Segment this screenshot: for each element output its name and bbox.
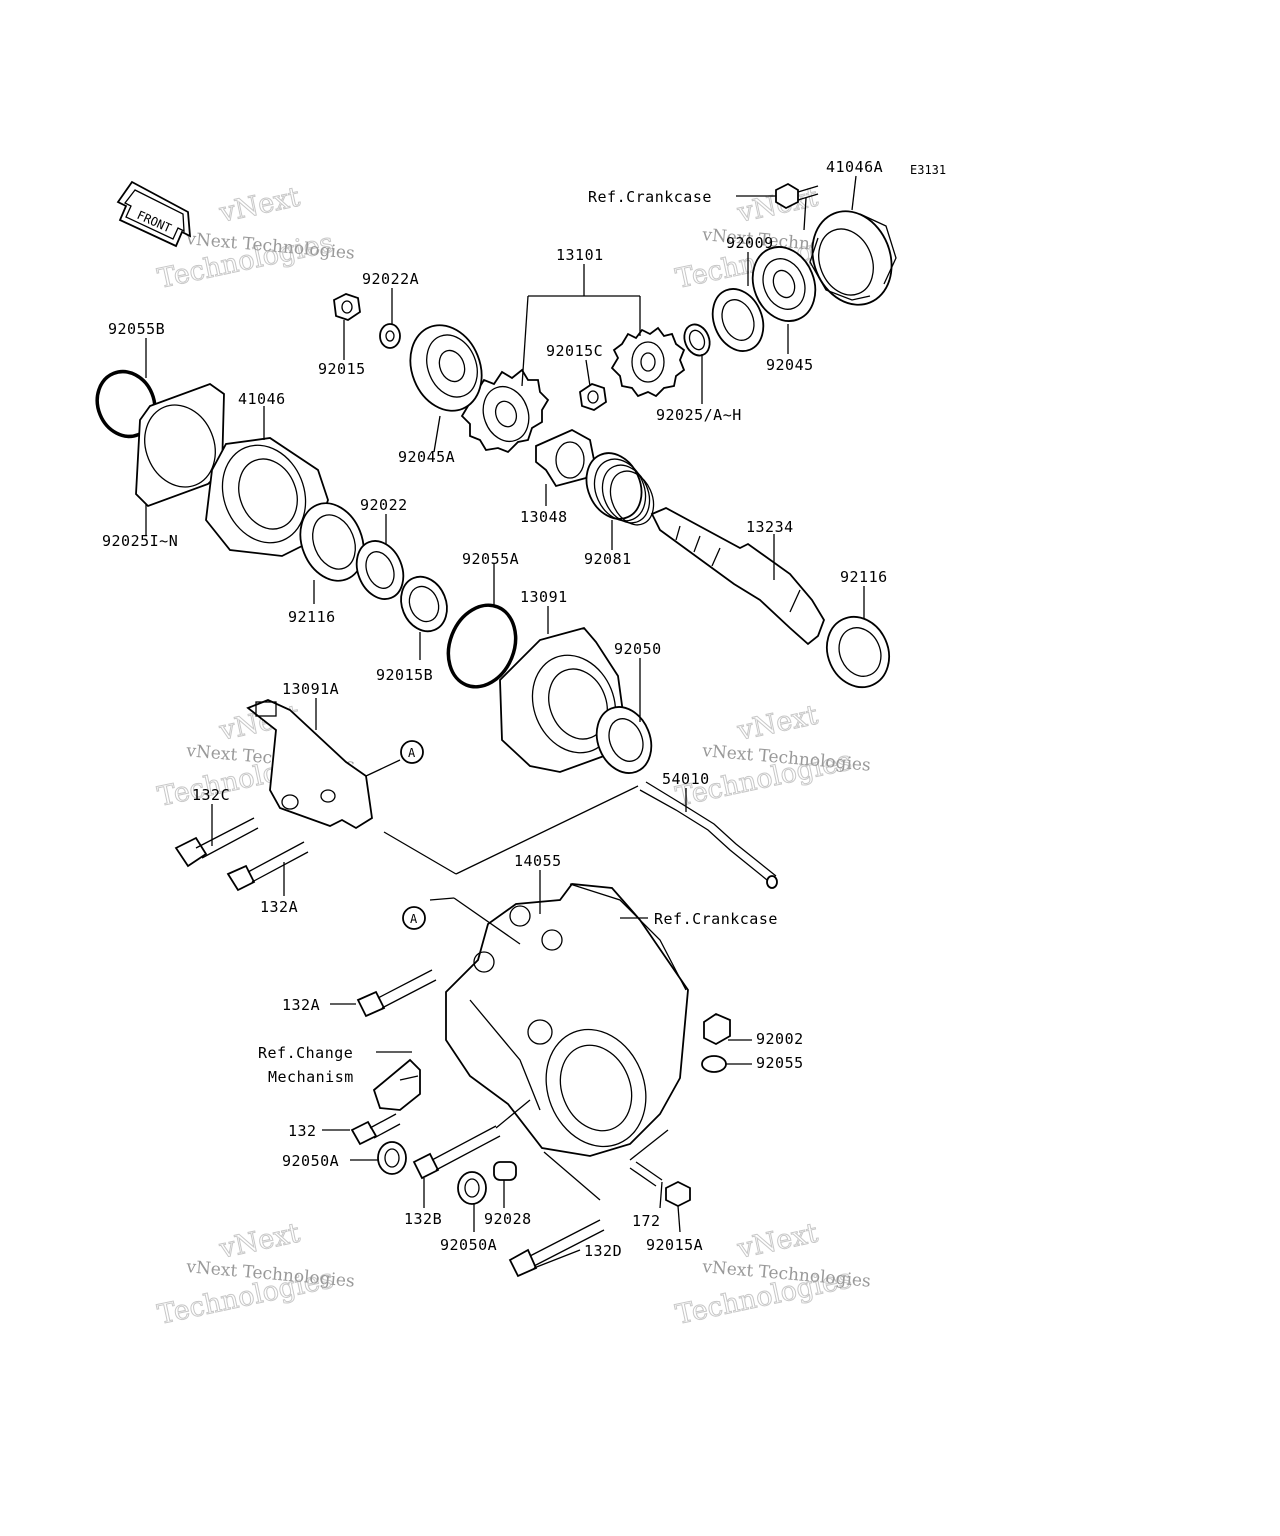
part-132C bbox=[174, 817, 259, 868]
part-92081 bbox=[585, 452, 655, 526]
label-92116-left: 92116 bbox=[288, 608, 336, 626]
part-ref-change-mechanism bbox=[372, 1058, 421, 1111]
part-92015C bbox=[579, 383, 607, 411]
label-ref-crankcase-top: Ref.Crankcase bbox=[588, 188, 712, 206]
watermark-mid-right: vNext Technologies vNext Technologies bbox=[673, 699, 872, 813]
label-92009: 92009 bbox=[726, 234, 774, 252]
label-92025IN: 92025I~N bbox=[102, 532, 178, 550]
label-92055B: 92055B bbox=[108, 320, 165, 338]
label-92055: 92055 bbox=[756, 1054, 804, 1072]
part-92055-oring bbox=[701, 1055, 727, 1073]
callout-a-lower: A bbox=[402, 906, 426, 930]
part-132 bbox=[350, 1113, 401, 1146]
part-92009 bbox=[711, 288, 765, 352]
part-13048 bbox=[535, 428, 595, 488]
part-172 bbox=[629, 1161, 663, 1187]
label-13091: 13091 bbox=[520, 588, 568, 606]
part-13091A bbox=[246, 699, 401, 830]
part-labels: 41046A Ref.Crankcase 92009 13101 92022A … bbox=[102, 158, 888, 1260]
callout-a-label: A bbox=[410, 912, 418, 926]
label-13234: 13234 bbox=[746, 518, 794, 536]
part-92045 bbox=[751, 246, 817, 322]
label-ref-crankcase-mid: Ref.Crankcase bbox=[654, 910, 778, 928]
watermark-stamp-a: vNext bbox=[216, 182, 303, 229]
label-92028: 92028 bbox=[484, 1210, 532, 1228]
label-92116-right: 92116 bbox=[840, 568, 888, 586]
label-54010: 54010 bbox=[662, 770, 710, 788]
label-14055: 14055 bbox=[514, 852, 562, 870]
label-41046A: 41046A bbox=[826, 158, 883, 176]
diagram-code: E3131 bbox=[910, 163, 946, 177]
part-132A-lower bbox=[356, 969, 437, 1018]
label-92050A-left: 92050A bbox=[282, 1152, 339, 1170]
label-92050A-bottom: 92050A bbox=[440, 1236, 497, 1254]
part-92050 bbox=[595, 706, 653, 774]
part-13101-gear-right bbox=[610, 326, 686, 398]
label-92015B: 92015B bbox=[376, 666, 433, 684]
front-arrow-icon: FRONT bbox=[116, 180, 192, 248]
label-132A-upper: 132A bbox=[260, 898, 298, 916]
part-14055 bbox=[445, 883, 689, 1157]
watermark-stamp-a: vNext bbox=[734, 700, 821, 747]
label-132: 132 bbox=[288, 1122, 317, 1140]
label-41046: 41046 bbox=[238, 390, 286, 408]
label-mechanism: Mechanism bbox=[268, 1068, 354, 1086]
watermark-stamp-a: vNext bbox=[216, 1218, 303, 1265]
label-132A-lower: 132A bbox=[282, 996, 320, 1014]
label-92002: 92002 bbox=[756, 1030, 804, 1048]
part-92015A bbox=[665, 1180, 691, 1208]
label-92050: 92050 bbox=[614, 640, 662, 658]
part-92116-left bbox=[299, 502, 365, 582]
part-92045A bbox=[409, 324, 483, 412]
part-92015 bbox=[333, 293, 361, 321]
label-92022A: 92022A bbox=[362, 270, 419, 288]
watermark-bottom-left: vNext Technologies vNext Technologies bbox=[155, 1217, 356, 1331]
label-92045: 92045 bbox=[766, 356, 814, 374]
part-132A-upper bbox=[226, 841, 309, 892]
part-92022 bbox=[355, 540, 405, 600]
part-92116-right bbox=[826, 616, 890, 688]
watermark-top-left: vNext Technologies vNext Technologies bbox=[155, 181, 356, 295]
label-ref-change: Ref.Change bbox=[258, 1044, 353, 1062]
label-92015C: 92015C bbox=[546, 342, 603, 360]
callout-a-upper: A bbox=[400, 740, 424, 764]
part-92050A-bottom bbox=[457, 1171, 487, 1205]
part-92022A bbox=[379, 323, 401, 349]
label-92022: 92022 bbox=[360, 496, 408, 514]
label-172: 172 bbox=[632, 1212, 661, 1230]
watermark-stamp-a: vNext bbox=[734, 1218, 821, 1265]
part-13101-gear-left bbox=[460, 368, 550, 454]
label-92081: 92081 bbox=[584, 550, 632, 568]
label-13091A: 13091A bbox=[282, 680, 339, 698]
label-13101: 13101 bbox=[556, 246, 604, 264]
label-132B: 132B bbox=[404, 1210, 442, 1228]
callout-a-label: A bbox=[408, 746, 416, 760]
part-92028 bbox=[493, 1161, 517, 1181]
part-92002 bbox=[703, 1012, 731, 1046]
label-132D: 132D bbox=[584, 1242, 622, 1260]
label-92055A: 92055A bbox=[462, 550, 519, 568]
label-92025AH: 92025/A~H bbox=[656, 406, 742, 424]
watermark-bottom-right: vNext Technologies vNext Technologies bbox=[673, 1217, 872, 1331]
part-92050A-left bbox=[377, 1141, 407, 1175]
part-crankcase-bolt bbox=[775, 182, 819, 210]
label-92015: 92015 bbox=[318, 360, 366, 378]
part-41046A bbox=[809, 210, 897, 306]
part-13234 bbox=[650, 507, 825, 646]
part-92025AH bbox=[683, 323, 711, 357]
label-92045A: 92045A bbox=[398, 448, 455, 466]
part-92055A bbox=[446, 603, 518, 689]
part-132D bbox=[508, 1219, 605, 1278]
label-132C: 132C bbox=[192, 786, 230, 804]
part-54010 bbox=[383, 781, 778, 889]
label-13048: 13048 bbox=[520, 508, 568, 526]
label-92015A: 92015A bbox=[646, 1236, 703, 1254]
leader-lines bbox=[145, 175, 865, 1269]
part-132B bbox=[412, 1125, 501, 1180]
part-92015B bbox=[400, 575, 448, 633]
